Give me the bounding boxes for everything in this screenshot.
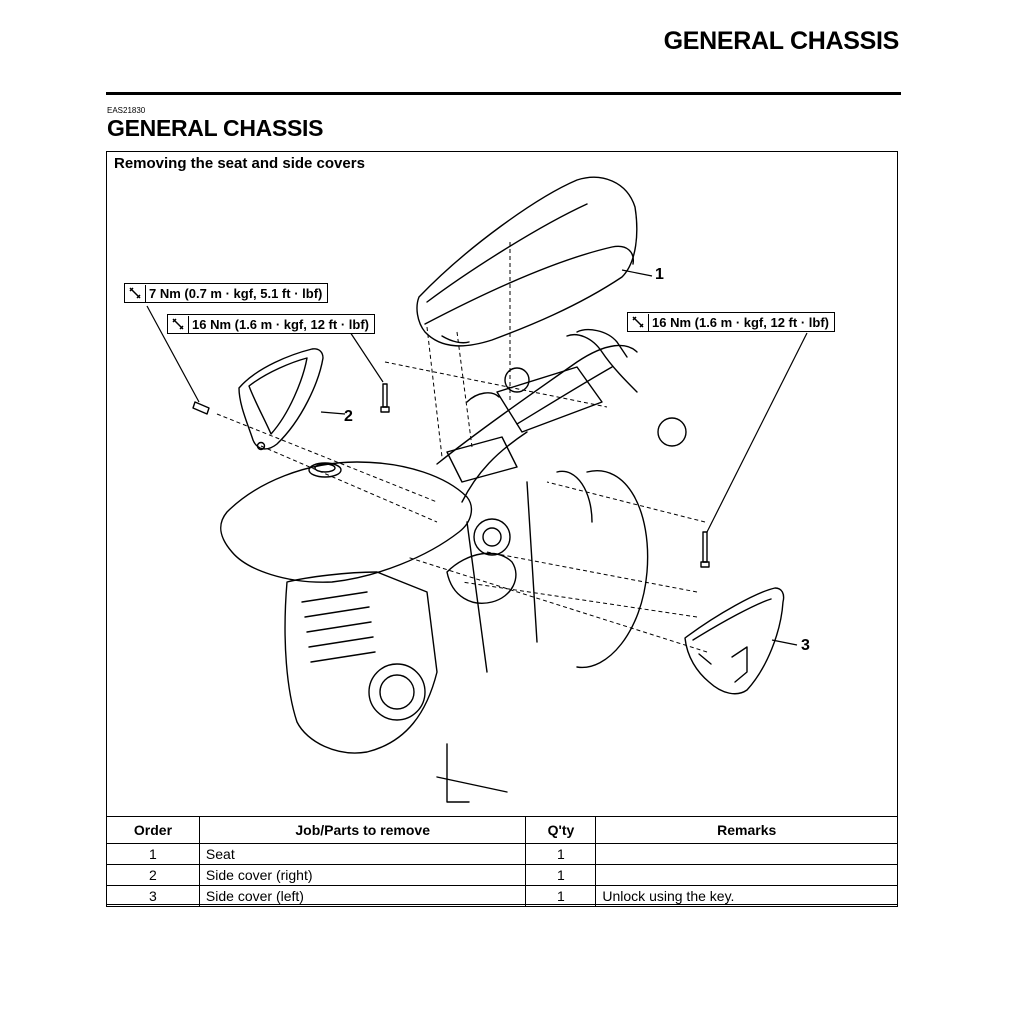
table-row: 2 Side cover (right) 1 [106, 864, 898, 886]
callout-number: 2 [344, 408, 353, 425]
cell-remarks [595, 843, 898, 865]
running-header-title: GENERAL CHASSIS [663, 27, 900, 55]
seat-part [416, 176, 638, 347]
left-side-cover-part [684, 587, 785, 695]
callout-number: 1 [655, 266, 664, 283]
cell-part: Seat [198, 843, 527, 865]
cell-order: 1 [106, 843, 200, 865]
cell-qty: 1 [525, 885, 597, 907]
column-header-qty: Q'ty [525, 816, 597, 844]
cell-qty: 1 [525, 864, 597, 886]
rear-wheel [556, 470, 649, 669]
wrench-icon [125, 284, 146, 302]
leader-line-3 [771, 639, 798, 646]
leader-line-torque-2 [349, 331, 384, 383]
torque-value: 7 Nm (0.7 m · kgf, 5.1 ft · lbf) [149, 285, 323, 301]
cell-part: Side cover (right) [198, 864, 527, 886]
cell-remarks [595, 864, 898, 886]
cell-order: 2 [106, 864, 200, 886]
torque-value: 16 Nm (1.6 m · kgf, 12 ft · lbf) [192, 316, 369, 332]
column-header-order: Order [106, 816, 200, 844]
cell-remarks: Unlock using the key. [595, 885, 898, 907]
wrench-icon [168, 315, 189, 333]
section-code: EAS21830 [107, 106, 146, 115]
leader-line-torque-1 [146, 305, 200, 403]
fuel-tank [220, 461, 473, 583]
frame-tubes [436, 329, 687, 673]
leader-line-torque-3 [706, 332, 808, 533]
parts-table: Order Job/Parts to remove Q'ty Remarks 1… [106, 816, 898, 907]
header-rule [106, 92, 901, 95]
table-row: 1 Seat 1 [106, 843, 898, 865]
wrench-icon [628, 313, 649, 331]
leader-line-2 [320, 411, 346, 415]
cell-order: 3 [106, 885, 200, 907]
column-header-parts: Job/Parts to remove [198, 816, 527, 844]
electrics-block [446, 366, 603, 483]
column-header-remarks: Remarks [595, 816, 898, 844]
table-row: 3 Side cover (left) 1 Unlock using the k… [106, 885, 898, 907]
cell-part: Side cover (left) [198, 885, 527, 907]
bolts [192, 383, 710, 568]
engine [284, 518, 517, 803]
table-header-row: Order Job/Parts to remove Q'ty Remarks [106, 816, 898, 844]
leader-line-1 [621, 269, 653, 277]
exploded-diagram [146, 176, 808, 803]
section-title: GENERAL CHASSIS [107, 115, 324, 141]
torque-spec-label: 16 Nm (1.6 m · kgf, 12 ft · lbf) [167, 314, 375, 334]
right-side-cover-part [238, 348, 324, 451]
torque-spec-label: 16 Nm (1.6 m · kgf, 12 ft · lbf) [627, 312, 835, 332]
cell-qty: 1 [525, 843, 597, 865]
callout-number: 3 [801, 637, 810, 654]
torque-spec-label: 7 Nm (0.7 m · kgf, 5.1 ft · lbf) [124, 283, 329, 303]
diagram-caption: Removing the seat and side covers [114, 155, 365, 172]
torque-value: 16 Nm (1.6 m · kgf, 12 ft · lbf) [652, 314, 829, 330]
